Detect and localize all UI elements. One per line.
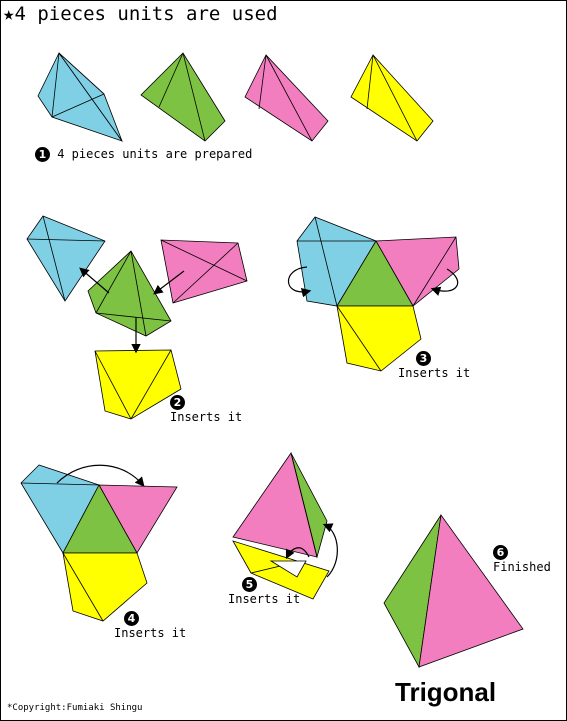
step2-pink bbox=[160, 239, 248, 304]
step-label: Inserts it bbox=[398, 366, 471, 380]
step-2: 2 Inserts it bbox=[170, 395, 242, 424]
step2-blue bbox=[26, 215, 106, 302]
step-label: Inserts it bbox=[170, 410, 243, 424]
step3-assembly bbox=[296, 216, 460, 372]
step-number: 4 bbox=[124, 611, 139, 626]
step5-arrows bbox=[285, 523, 338, 578]
step-number: 2 bbox=[170, 395, 185, 410]
final-title: Trigonal bbox=[395, 677, 497, 707]
step-label: Finished bbox=[493, 560, 551, 574]
step-number: 6 bbox=[493, 545, 508, 560]
step-number: 3 bbox=[416, 351, 431, 366]
step3-arrows bbox=[287, 266, 459, 298]
step-5: 5 Inserts it bbox=[228, 577, 300, 606]
unit-green bbox=[140, 52, 226, 142]
step-1: 1 4 pieces units are prepared bbox=[35, 147, 252, 162]
unit-blue bbox=[37, 52, 124, 142]
step-4: 4 Inserts it bbox=[114, 611, 186, 640]
unit-pink bbox=[244, 54, 329, 142]
step5-assembly bbox=[232, 452, 330, 600]
step-3: 3 Inserts it bbox=[398, 351, 470, 380]
step-number: 5 bbox=[242, 577, 257, 592]
step2-arrows bbox=[79, 267, 185, 354]
step4-assembly bbox=[20, 464, 178, 622]
copyright-text: *Copyright:Fumiaki Shingu bbox=[7, 703, 143, 713]
unit-yellow bbox=[350, 54, 434, 142]
page-title: ★4 pieces units are used bbox=[3, 3, 278, 25]
step-number: 1 bbox=[35, 147, 50, 162]
step2-yellow bbox=[94, 349, 182, 420]
step-6: 6 Finished bbox=[493, 545, 551, 574]
step2-green bbox=[87, 250, 172, 337]
step-label: Inserts it bbox=[114, 626, 187, 640]
step-label: Inserts it bbox=[228, 592, 301, 606]
step4-arrow bbox=[56, 464, 145, 487]
step-label: 4 pieces units are prepared bbox=[57, 147, 253, 161]
finished-trigonal bbox=[383, 513, 524, 669]
